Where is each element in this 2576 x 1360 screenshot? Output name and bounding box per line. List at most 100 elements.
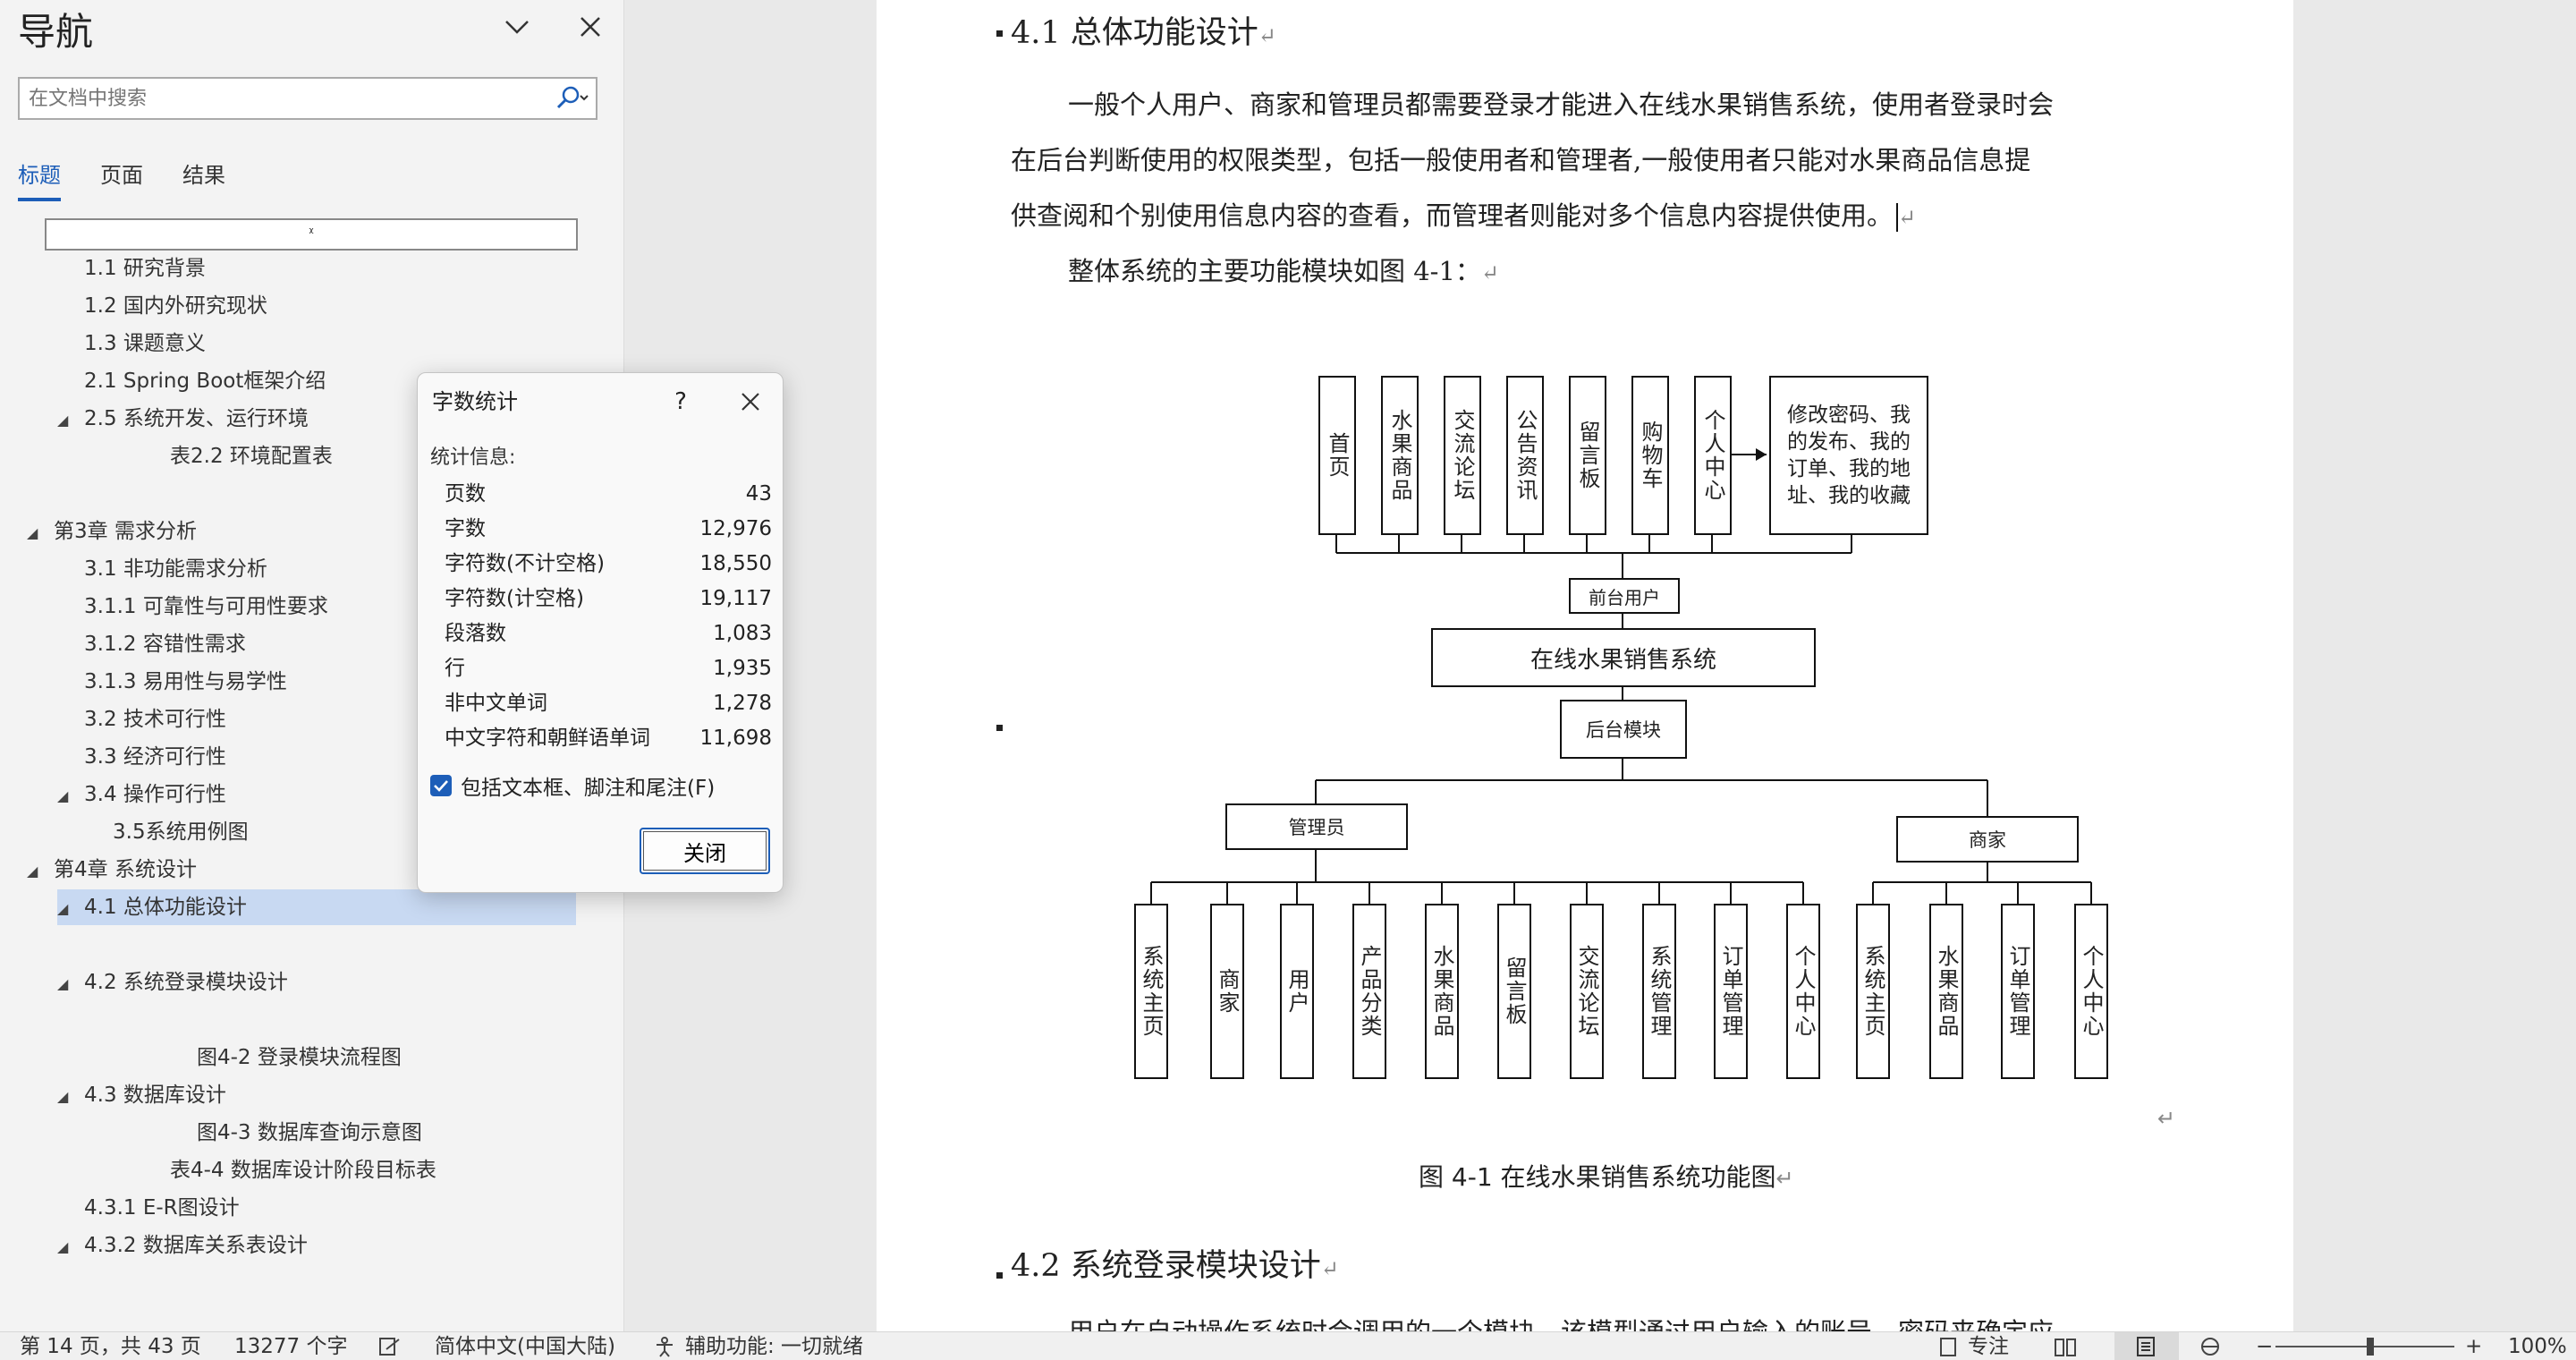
focus-icon[interactable] xyxy=(1937,1336,1961,1357)
nav-tree-item[interactable]: 图4-3 数据库查询示意图 xyxy=(197,1121,422,1144)
nav-tree-item[interactable]: 1.1 研究背景 xyxy=(84,257,206,280)
accessibility-icon[interactable] xyxy=(653,1336,676,1357)
dialog-close-button[interactable]: 关闭 xyxy=(640,828,770,874)
paragraph-mark: ↵ xyxy=(1775,1166,1794,1191)
nav-tree-item[interactable]: 4.3.1 E-R图设计 xyxy=(84,1196,240,1220)
expand-triangle-icon[interactable]: ◢ xyxy=(57,412,69,429)
nav-tree-item[interactable]: ◢3.4 操作可行性 xyxy=(57,777,226,812)
diagram-node-merchant-orders[interactable]: 订单管理 xyxy=(2001,904,2035,1079)
zoom-slider-thumb[interactable] xyxy=(2367,1338,2374,1356)
nav-tree-item[interactable]: 3.1.1 可靠性与可用性要求 xyxy=(84,595,328,618)
diagram-node-front-user[interactable]: 前台用户 xyxy=(1569,578,1680,614)
nav-tree-item[interactable]: 3.3 经济可行性 xyxy=(84,745,226,769)
checkbox-checked-icon[interactable] xyxy=(430,775,452,796)
nav-search-box[interactable] xyxy=(18,77,597,120)
diagram-node-backend[interactable]: 后台模块 xyxy=(1560,700,1687,759)
diagram-node-message-board[interactable]: 留言板 xyxy=(1569,376,1606,535)
dialog-close-x-button[interactable] xyxy=(729,380,772,423)
diagram-node-system[interactable]: 在线水果销售系统 xyxy=(1431,628,1816,687)
status-accessibility[interactable]: 辅助功能: 一切就绪 xyxy=(685,1335,864,1358)
expand-triangle-icon[interactable]: ◢ xyxy=(27,524,38,541)
nav-tree-item[interactable]: 3.1.3 易用性与易学性 xyxy=(84,670,287,693)
document-page[interactable]: 4.1 总体功能设计↵ 一般个人用户、商家和管理员都需要登录才能进入在线水果销售… xyxy=(877,0,2293,1347)
diagram-node-home[interactable]: 首页 xyxy=(1318,376,1356,535)
diagram-node-admin-message[interactable]: 留言板 xyxy=(1497,904,1531,1079)
status-word-count[interactable]: 13277 个字 xyxy=(234,1335,348,1358)
diagram-node-admin-system[interactable]: 系统管理 xyxy=(1642,904,1676,1079)
nav-tree-item[interactable]: ◢4.3 数据库设计 xyxy=(57,1077,226,1113)
print-layout-button[interactable] xyxy=(2114,1332,2179,1360)
diagram-node-announcements[interactable]: 公告资讯 xyxy=(1506,376,1544,535)
expand-triangle-icon[interactable]: ◢ xyxy=(57,1088,69,1105)
diagram-node-fruit-products[interactable]: 水果商品 xyxy=(1381,376,1419,535)
web-layout-icon[interactable] xyxy=(2199,1336,2222,1357)
tab-results[interactable]: 结果 xyxy=(182,163,225,188)
proofing-icon[interactable] xyxy=(377,1336,401,1357)
zoom-in-button[interactable]: + xyxy=(2465,1335,2483,1358)
nav-tree-item-selected[interactable]: ◢4.1 总体功能设计 xyxy=(57,889,576,925)
expand-triangle-icon[interactable]: ◢ xyxy=(57,975,69,992)
nav-tree-item[interactable]: 表2.2 环境配置表 xyxy=(170,445,333,468)
nav-options-button[interactable] xyxy=(496,5,538,48)
zoom-slider-track[interactable] xyxy=(2275,1346,2454,1347)
diagram-node-admin-users[interactable]: 用户 xyxy=(1280,904,1314,1079)
include-textbox-checkbox[interactable]: 包括文本框、脚注和尾注(F) xyxy=(430,770,715,801)
diagram-node-personal-center[interactable]: 个人中心 xyxy=(1694,376,1732,535)
focus-mode-button[interactable]: 专注 xyxy=(1968,1335,2009,1358)
diagram-node-admin-orders[interactable]: 订单管理 xyxy=(1714,904,1748,1079)
nav-tree-item[interactable]: ◢4.3.2 数据库关系表设计 xyxy=(57,1228,308,1263)
nav-tree-item[interactable]: ◢4.2 系统登录模块设计 xyxy=(57,965,288,1000)
nav-tree-item[interactable]: 1.3 课题意义 xyxy=(84,332,206,355)
body-paragraph-line[interactable]: 供查阅和个别使用信息内容的查看，而管理者则能对多个信息内容提供使用。↵ xyxy=(1011,200,1917,232)
figure-caption[interactable]: 图 4-1 在线水果销售系统功能图↵ xyxy=(1419,1162,1794,1192)
nav-tree-current-block[interactable]: ᵡ xyxy=(45,218,578,251)
expand-triangle-icon[interactable]: ◢ xyxy=(27,863,38,880)
nav-tree-item[interactable]: 3.2 技术可行性 xyxy=(84,708,226,731)
nav-tree-item[interactable]: 3.1.2 容错性需求 xyxy=(84,633,246,656)
status-language[interactable]: 简体中文(中国大陆) xyxy=(435,1335,615,1358)
search-button[interactable] xyxy=(546,79,596,118)
nav-search-input[interactable] xyxy=(20,79,521,118)
diagram-node-admin-category[interactable]: 产品分类 xyxy=(1352,904,1386,1079)
read-mode-icon[interactable] xyxy=(2054,1336,2077,1357)
dialog-help-button[interactable]: ? xyxy=(674,388,687,415)
diagram-node-personal-detail[interactable]: 修改密码、我的发布、我的订单、我的地址、我的收藏 xyxy=(1769,376,1928,535)
diagram-node-merchant-fruit[interactable]: 水果商品 xyxy=(1929,904,1963,1079)
body-paragraph-line[interactable]: 一般个人用户、商家和管理员都需要登录才能进入在线水果销售系统，使用者登录时会 xyxy=(1068,89,2055,120)
nav-tree-item[interactable]: 3.5系统用例图 xyxy=(113,820,249,844)
nav-tree-item[interactable]: 3.1 非功能需求分析 xyxy=(84,557,267,581)
tab-headings[interactable]: 标题 xyxy=(18,157,61,201)
status-page-count[interactable]: 第 14 页，共 43 页 xyxy=(20,1335,201,1358)
nav-tree-item[interactable]: 2.1 Spring Boot框架介绍 xyxy=(84,370,326,393)
diagram-node-forum[interactable]: 交流论坛 xyxy=(1444,376,1481,535)
diagram-node-admin-fruit[interactable]: 水果商品 xyxy=(1425,904,1459,1079)
diagram-node-admin-forum[interactable]: 交流论坛 xyxy=(1570,904,1604,1079)
diagram-node-merchant[interactable]: 商家 xyxy=(1896,816,2079,863)
diagram-node-merchant-personal[interactable]: 个人中心 xyxy=(2074,904,2108,1079)
nav-tree-item[interactable]: 图4-2 登录模块流程图 xyxy=(197,1046,402,1069)
heading-4-2[interactable]: 4.2 系统登录模块设计↵ xyxy=(1011,1248,1339,1284)
nav-tree-item[interactable]: ◢第3章 需求分析 xyxy=(27,514,197,549)
diagram-node-admin-home[interactable]: 系统主页 xyxy=(1134,904,1168,1079)
zoom-out-button[interactable]: − xyxy=(2256,1335,2274,1358)
diagram-node-admin-merchant[interactable]: 商家 xyxy=(1210,904,1244,1079)
body-paragraph-line[interactable]: 在后台判断使用的权限类型，包括一般使用者和管理者,一般使用者只能对水果商品信息提 xyxy=(1011,145,2031,175)
checkbox-label: 包括文本框、脚注和尾注(F) xyxy=(461,777,716,800)
expand-triangle-icon[interactable]: ◢ xyxy=(57,1238,69,1255)
diagram-node-admin[interactable]: 管理员 xyxy=(1225,803,1408,850)
diagram-node-admin-personal[interactable]: 个人中心 xyxy=(1786,904,1820,1079)
nav-close-button[interactable] xyxy=(569,5,612,48)
diagram-node-cart[interactable]: 购物车 xyxy=(1631,376,1669,535)
zoom-level[interactable]: 100% xyxy=(2508,1335,2567,1358)
expand-triangle-icon[interactable]: ◢ xyxy=(57,900,69,917)
body-paragraph-line[interactable]: 整体系统的主要功能模块如图 4-1：↵ xyxy=(1068,256,1500,286)
nav-tree-item[interactable]: ◢第4章 系统设计 xyxy=(27,852,197,888)
expand-triangle-icon[interactable]: ◢ xyxy=(57,787,69,804)
tab-pages[interactable]: 页面 xyxy=(100,163,143,188)
heading-4-1[interactable]: 4.1 总体功能设计↵ xyxy=(1011,15,1276,51)
diagram-node-merchant-home[interactable]: 系统主页 xyxy=(1856,904,1890,1079)
nav-tree-item[interactable]: ◢2.5 系统开发、运行环境 xyxy=(57,401,309,437)
nav-tree-item[interactable]: 表4-4 数据库设计阶段目标表 xyxy=(170,1159,436,1182)
nav-tree-item[interactable]: 1.2 国内外研究现状 xyxy=(84,294,267,318)
